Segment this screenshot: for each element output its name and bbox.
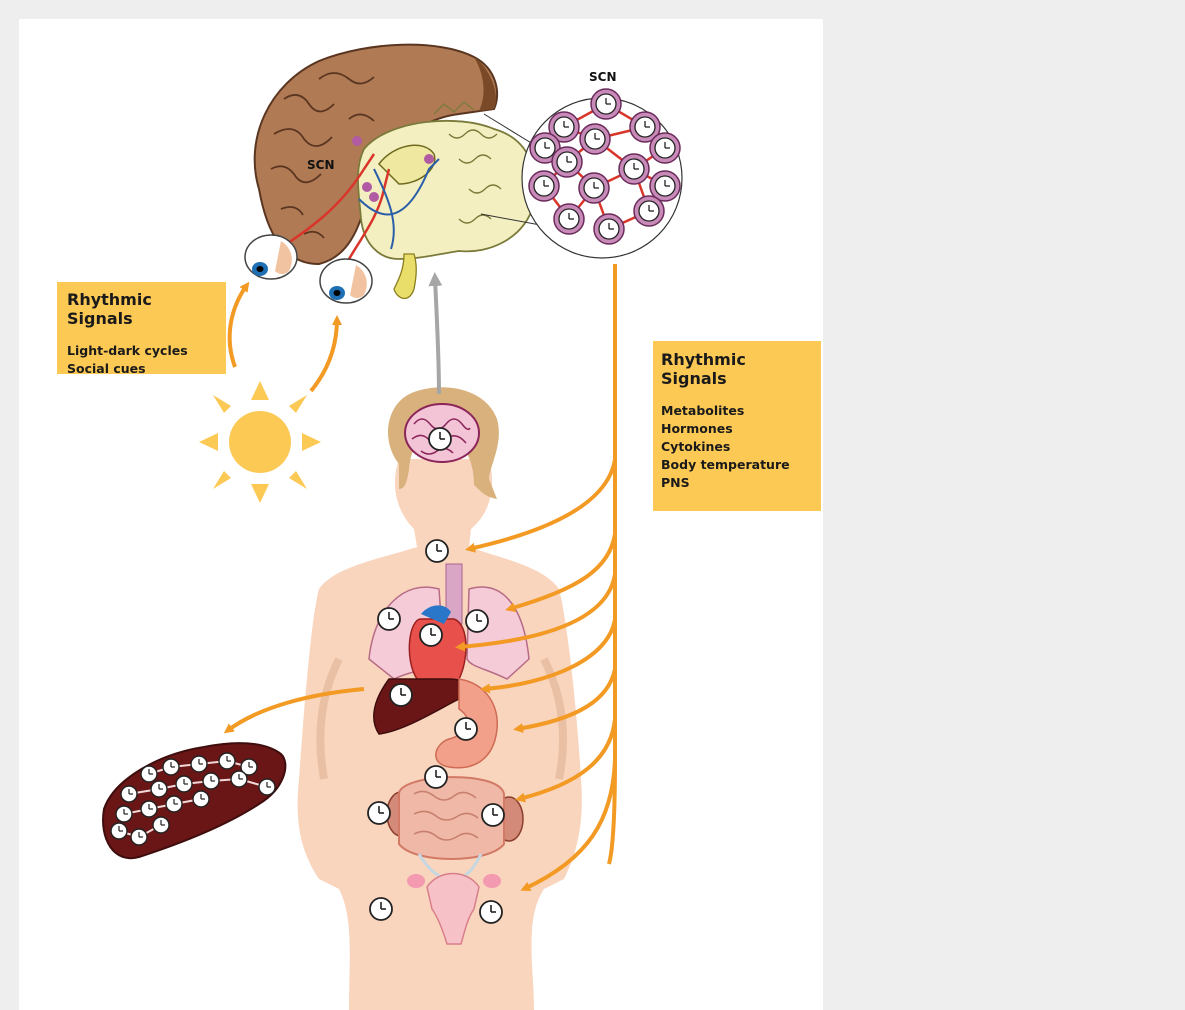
signals-left-box: Rhythmic Signals Light-dark cycles Socia… <box>57 282 226 374</box>
signal-item: PNS <box>661 474 813 492</box>
signal-item: Cytokines <box>661 438 813 456</box>
scn-zoom: SCN <box>522 70 682 258</box>
clock-icon <box>482 804 504 826</box>
liver-illustration <box>103 743 285 858</box>
signal-item: Hormones <box>661 420 813 438</box>
eye-icon <box>245 235 297 279</box>
signals-right-list: Metabolites Hormones Cytokines Body temp… <box>661 402 813 492</box>
clock-icon <box>426 540 448 562</box>
signals-left-list: Light-dark cycles Social cues <box>67 342 216 378</box>
clock-icon <box>455 718 477 740</box>
head-brain <box>405 404 479 462</box>
arrow <box>230 285 247 367</box>
clock-icon <box>368 802 390 824</box>
clock-icon <box>480 901 502 923</box>
circadian-diagram: SCN <box>19 19 823 1010</box>
signals-left-title: Rhythmic Signals <box>67 290 216 328</box>
figure-panel: SCN <box>19 19 823 1010</box>
signal-item: Social cues <box>67 360 216 378</box>
clock-icon <box>390 684 412 706</box>
sun-icon <box>199 381 321 503</box>
clock-icon <box>378 608 400 630</box>
arrow <box>311 319 337 391</box>
clock-icon <box>429 428 451 450</box>
clock-icon <box>420 624 442 646</box>
clock-icon <box>466 610 488 632</box>
signals-right-title: Rhythmic Signals <box>661 350 813 388</box>
signal-item: Metabolites <box>661 402 813 420</box>
signals-right-box: Rhythmic Signals Metabolites Hormones Cy… <box>653 341 821 511</box>
scn-zoom-label: SCN <box>589 70 617 84</box>
signal-item: Light-dark cycles <box>67 342 216 360</box>
eye-icon <box>320 259 372 303</box>
feedback-arrow <box>435 279 439 394</box>
clock-icon <box>370 898 392 920</box>
signal-item: Body temperature <box>661 456 813 474</box>
scn-brain-label: SCN <box>307 158 335 172</box>
clock-icon <box>425 766 447 788</box>
